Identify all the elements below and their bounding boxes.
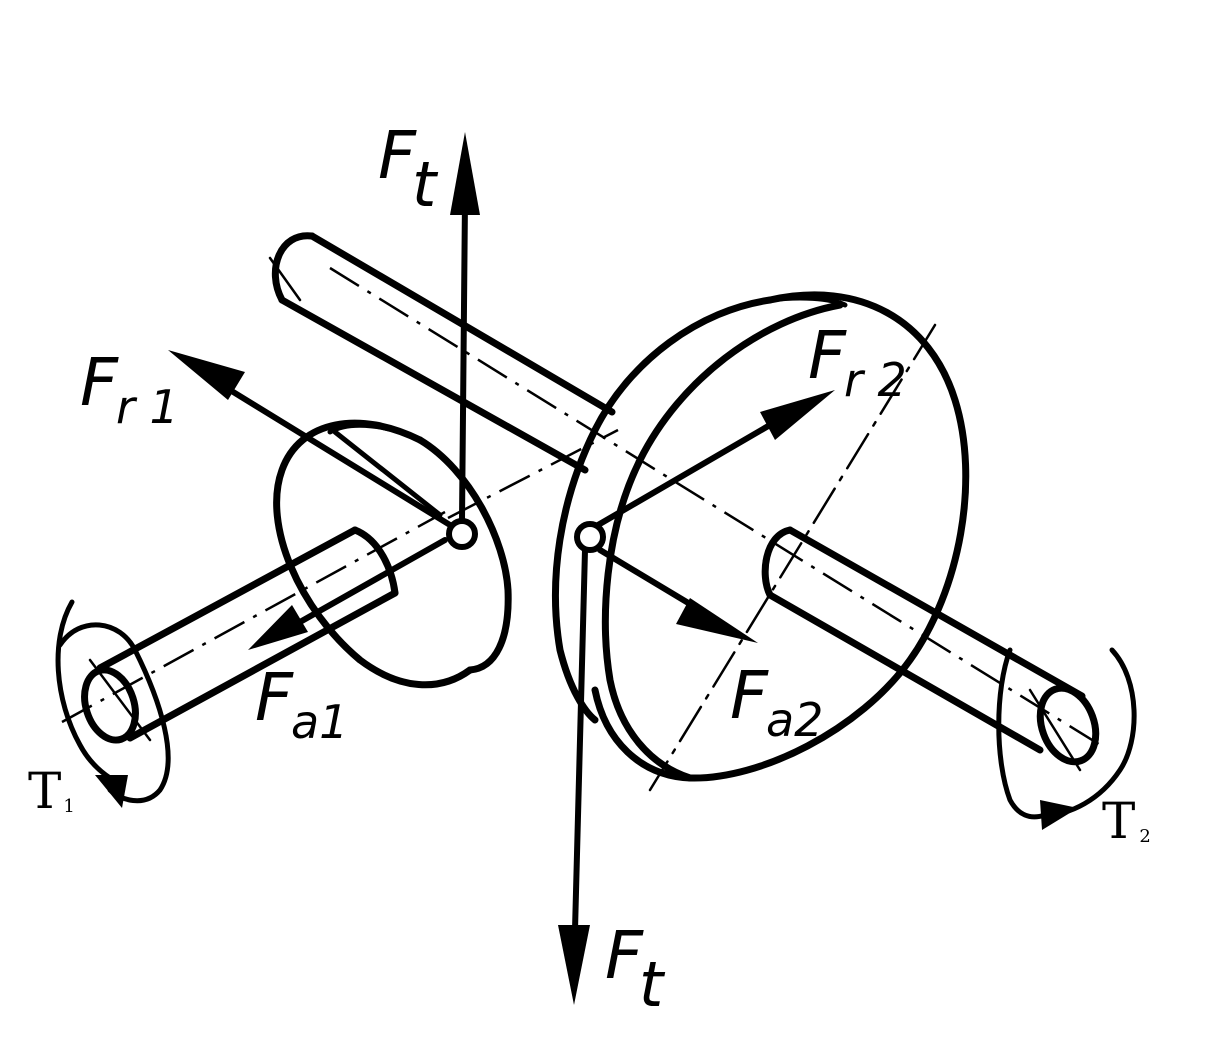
- gear-2-diameter-line: [648, 323, 937, 792]
- t1-curl-back: [55, 599, 113, 781]
- torque-t1-arrow: [55, 599, 171, 808]
- gear-1: [273, 419, 512, 689]
- label-fa1: Fa1: [255, 659, 348, 749]
- gear-1-back-rim: [273, 419, 474, 689]
- torque-t2-arrow: [996, 647, 1137, 830]
- shaft-2-bottom-edge-left: [278, 296, 589, 474]
- shaft-2-end-face: [1036, 684, 1100, 766]
- t1-curl: [57, 622, 171, 804]
- contact-point-2: [574, 521, 606, 553]
- gear-2-front-rim: [591, 291, 970, 782]
- shaft-1-inner-end: [351, 526, 399, 597]
- label-ft-bottom: Ft: [605, 917, 666, 1021]
- ft-up-arrow: [450, 132, 480, 523]
- fa1-arrow: [248, 537, 448, 650]
- gear-1-front-rim: [416, 436, 512, 674]
- gear-1-top-edge: [327, 422, 423, 443]
- shaft-1-top-edge: [96, 526, 359, 672]
- gear-2-top-edge: [767, 295, 848, 308]
- shaft-1-axis: [61, 510, 446, 724]
- shaft-2-axis: [329, 266, 1106, 750]
- t2-curl-back: [996, 647, 1048, 820]
- t2-arrowhead: [1040, 800, 1078, 830]
- ft-down-arrow: [558, 547, 590, 1005]
- gear-mesh-line: [447, 428, 619, 520]
- shaft-2-left-end-tick: [268, 256, 302, 302]
- label-ft-top: Ft: [378, 117, 439, 221]
- fa2-arrow: [597, 547, 758, 643]
- shaft-2-end-tick: [1028, 688, 1082, 772]
- fr1-arrow: [168, 350, 453, 528]
- shaft-1: [61, 510, 446, 744]
- shaft-2: [268, 232, 1106, 772]
- gear-1-cone-line: [332, 429, 443, 518]
- label-fr2: Fr 2: [808, 317, 907, 407]
- shaft-1-bottom-edge: [126, 589, 399, 742]
- gear-2-inner-rim: [601, 301, 844, 782]
- gear-2-back-rim: [551, 296, 774, 724]
- t1-arrowhead: [95, 775, 128, 808]
- shaft-2-left-end: [271, 232, 316, 304]
- label-fa2: Fa2: [730, 657, 823, 747]
- shaft-2-right-inner: [761, 526, 794, 599]
- shaft-1-tick: [88, 658, 152, 742]
- gear-2: [447, 291, 970, 792]
- shaft-2-bottom-edge-right: [766, 591, 1044, 754]
- label-fr1: Fr 1: [80, 344, 179, 434]
- t2-curl: [1042, 647, 1137, 818]
- fr2-arrow: [595, 390, 835, 528]
